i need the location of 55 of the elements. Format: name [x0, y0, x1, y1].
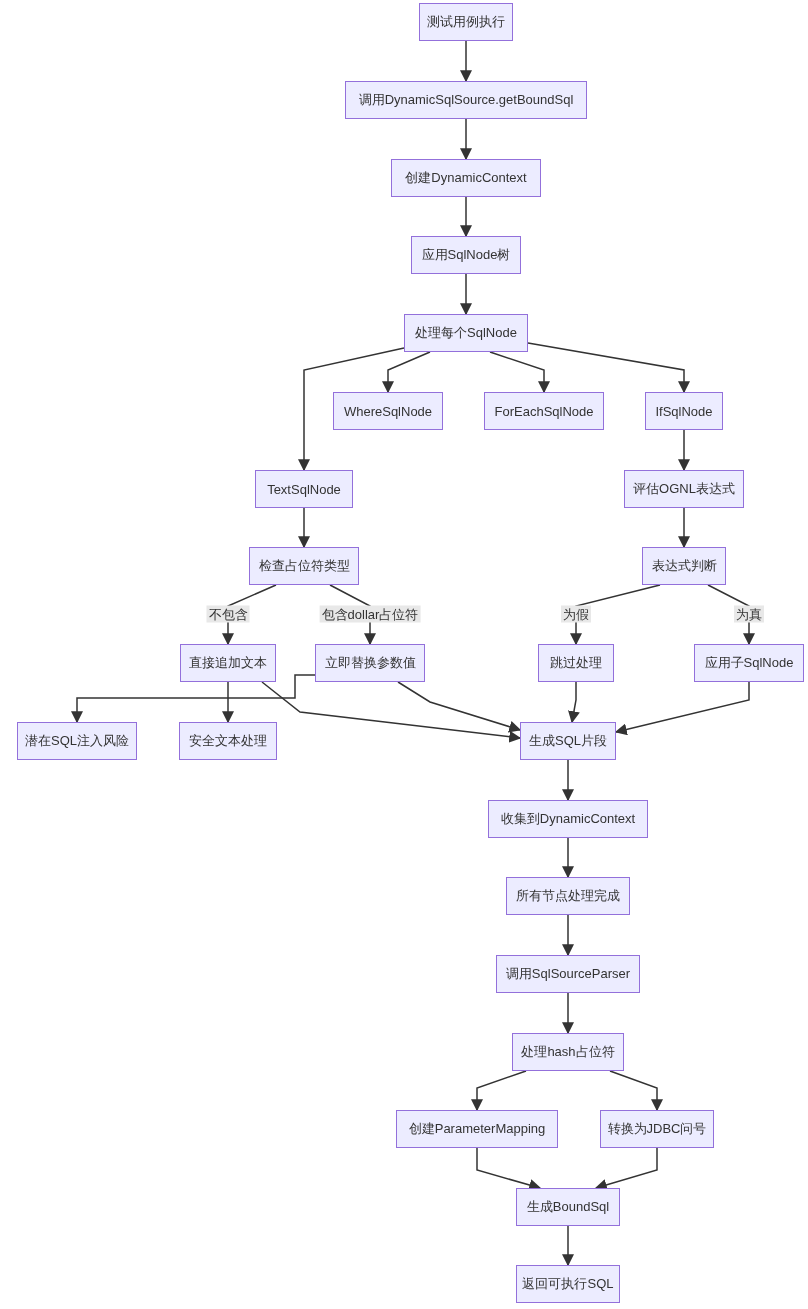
process-box: 直接追加文本: [180, 644, 276, 682]
process-box: 返回可执行SQL: [516, 1265, 620, 1303]
arrow: [609, 1070, 663, 1112]
process-box: 所有节点处理完成: [506, 877, 630, 915]
process-box: 安全文本处理: [179, 722, 277, 760]
process-box: TextSqlNode: [255, 470, 353, 508]
arrow: [562, 1225, 574, 1267]
edge-label: 包含dollar占位符: [319, 605, 421, 623]
arrow: [471, 1070, 527, 1112]
process-box: 生成SQL片段: [520, 722, 616, 760]
process-box: 创建DynamicContext: [391, 159, 541, 197]
process-box: 立即替换参数值: [315, 644, 425, 682]
process-box: 调用SqlSourceParser: [496, 955, 640, 993]
arrow: [261, 681, 522, 743]
arrow: [562, 759, 574, 802]
arrow: [568, 681, 580, 724]
arrow: [298, 347, 405, 472]
arrow: [562, 837, 574, 879]
arrow: [562, 914, 574, 957]
arrow: [527, 342, 690, 394]
arrow: [298, 507, 310, 549]
process-box: 调用DynamicSqlSource.getBoundSql: [345, 81, 587, 119]
process-box: ForEachSqlNode: [484, 392, 604, 430]
arrow: [460, 196, 472, 238]
process-box: 处理每个SqlNode: [404, 314, 528, 352]
arrow: [222, 681, 234, 724]
process-box: 潜在SQL注入风险: [17, 722, 137, 760]
process-box: 创建ParameterMapping: [396, 1110, 558, 1148]
arrow: [71, 674, 316, 724]
edge-label: 不包含: [206, 605, 250, 623]
arrow: [614, 681, 750, 736]
arrow: [460, 118, 472, 161]
process-box: 测试用例执行: [419, 3, 513, 41]
arrow: [460, 273, 472, 316]
process-box: IfSqlNode: [645, 392, 723, 430]
process-box: 应用SqlNode树: [411, 236, 521, 274]
arrow: [382, 351, 431, 394]
arrow: [678, 429, 690, 472]
process-box: 表达式判断: [642, 547, 726, 585]
process-box: 跳过处理: [538, 644, 614, 682]
arrow: [678, 507, 690, 549]
process-box: WhereSqlNode: [333, 392, 443, 430]
process-box: 收集到DynamicContext: [488, 800, 648, 838]
edge-label: 为真: [734, 605, 764, 623]
process-box: 处理hash占位符: [512, 1033, 624, 1071]
arrow: [562, 992, 574, 1035]
arrow: [489, 351, 550, 394]
process-box: 生成BoundSql: [516, 1188, 620, 1226]
process-box: 检查占位符类型: [249, 547, 359, 585]
process-box: 转换为JDBC问号: [600, 1110, 714, 1148]
process-box: 评估OGNL表达式: [624, 470, 744, 508]
process-box: 应用子SqlNode: [694, 644, 804, 682]
arrow: [460, 40, 472, 83]
edge-label: 为假: [561, 605, 591, 623]
arrow: [397, 681, 522, 733]
